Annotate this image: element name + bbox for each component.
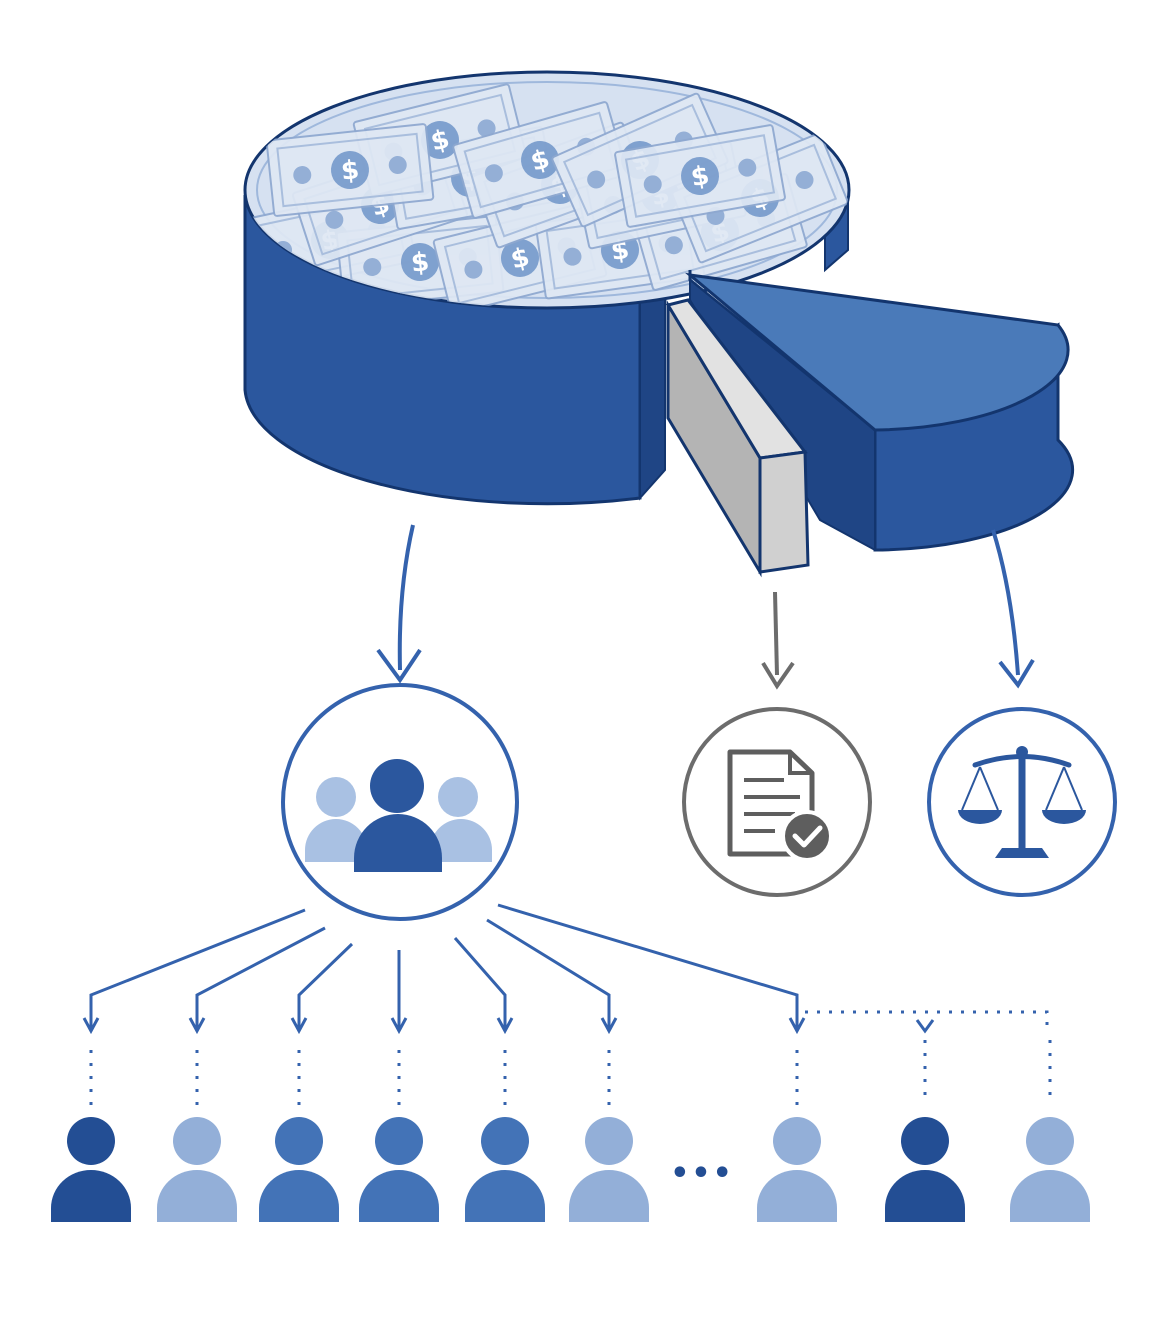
distribution-arrow [195, 926, 326, 1028]
person-icon [51, 1117, 131, 1222]
distribution-arrow [89, 908, 306, 1028]
distribution-arrow [453, 937, 507, 1028]
distribution-arrows [82, 903, 1052, 1105]
money-pie-icon: $$$$$$$$$$$$$$$ [243, 70, 1075, 578]
distribution-arrow-head [496, 1017, 514, 1035]
blue-slice-top [685, 272, 1070, 432]
person-icon [885, 1117, 965, 1222]
document-check-icon [682, 707, 872, 897]
arrow-to-document-head [761, 661, 795, 690]
arrow-to-justice [991, 529, 1020, 676]
svg-text:$: $ [689, 161, 712, 194]
pie-body-side-right [639, 278, 666, 501]
recipients-row [51, 1117, 1090, 1222]
pie-arrows [376, 524, 1035, 690]
arrow-to-justice-head [998, 658, 1035, 689]
more-recipients-ellipsis: ••• [670, 1156, 734, 1191]
distribution-arrow-head [788, 1017, 806, 1035]
person-icon [1010, 1117, 1090, 1222]
person-icon [569, 1117, 649, 1222]
arrow-to-document [773, 591, 779, 676]
distribution-arrow-head [390, 1017, 408, 1035]
arrow-to-group-head [376, 648, 422, 684]
svg-text:$: $ [410, 247, 431, 279]
person-icon [259, 1117, 339, 1222]
distribution-arrow-head [290, 1017, 308, 1035]
scales-of-justice-icon [927, 707, 1117, 897]
distribution-arrow-head [188, 1017, 206, 1035]
money-bill-icon: $ [452, 101, 628, 219]
dotted-bracket-arrow-head [915, 1019, 935, 1034]
svg-text:$: $ [340, 155, 361, 187]
money-bill-icon: $ [614, 124, 786, 228]
arrow-to-group [397, 524, 415, 671]
distribution-arrow-head [600, 1017, 618, 1035]
blue-slice-side [688, 270, 1075, 552]
money-bill-icon: $ [265, 123, 435, 217]
distribution-arrow [297, 942, 354, 1028]
distribution-arrow-head [82, 1017, 100, 1035]
gray-slice-side [758, 450, 810, 574]
distribution-arrow [497, 903, 799, 1028]
people-group-icon [281, 683, 519, 921]
person-icon [359, 1117, 439, 1222]
person-icon [465, 1117, 545, 1222]
dotted-bracket [805, 1010, 1049, 1032]
person-icon [757, 1117, 837, 1222]
person-icon [157, 1117, 237, 1222]
distribution-arrow [486, 918, 611, 1028]
